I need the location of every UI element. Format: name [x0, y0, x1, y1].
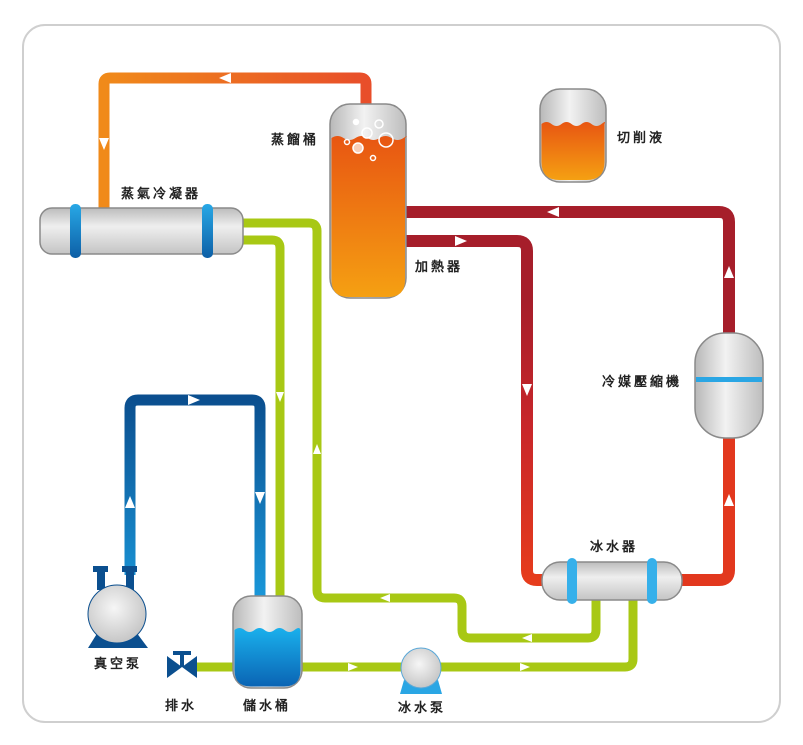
- arrow-up-icon: [724, 494, 734, 506]
- arrow-down-icon: [276, 392, 284, 402]
- vacuum-pump-label: 真空泵: [94, 656, 142, 672]
- heater-label: 加熱器: [414, 259, 463, 275]
- water-chiller: [541, 558, 683, 604]
- arrow-left-icon: [219, 73, 231, 83]
- vapor-pipe: [98, 72, 372, 210]
- steam-condenser: [39, 204, 244, 258]
- distiller-label: 蒸餾桶: [271, 132, 319, 148]
- arrow-up-icon: [724, 266, 734, 278]
- arrow-down-icon: [522, 384, 532, 396]
- refrigerant-return-pipe: [521, 300, 548, 586]
- condenser-label: 蒸氣冷凝器: [121, 186, 201, 202]
- condenser-band: [70, 204, 81, 258]
- bubbles-icon: [343, 118, 394, 162]
- arrow-down-icon: [255, 492, 265, 504]
- condenser-band: [202, 204, 213, 258]
- compressor-label: 冷媒壓縮機: [602, 374, 682, 390]
- diagram-frame: [22, 24, 781, 723]
- arrow-right-icon: [455, 236, 467, 246]
- arrow-down-icon: [99, 138, 109, 150]
- arrow-left-icon: [522, 634, 532, 642]
- storage-tank-label: 儲水桶: [242, 698, 291, 714]
- chilled-water-pump: [400, 647, 442, 694]
- arrow-right-icon: [520, 663, 530, 671]
- chilled-water-return-pipe: [240, 218, 601, 643]
- arrow-down-icon: [99, 398, 109, 410]
- refrigerant-compressor: [694, 332, 764, 439]
- storage-tank: [232, 595, 303, 689]
- arrow-right-icon: [188, 395, 200, 405]
- arrow-left-icon: [547, 207, 559, 217]
- water-pump-label: 冰水泵: [398, 700, 446, 716]
- distiller-vessel: [329, 103, 407, 299]
- arrow-left-icon: [449, 128, 461, 138]
- arrow-up-icon: [313, 444, 321, 454]
- arrow-left-icon: [380, 594, 390, 602]
- cutting-fluid-label: 切削液: [617, 130, 665, 146]
- chilled-water-supply-pipe: [195, 598, 638, 672]
- drain-valve-icon[interactable]: [167, 651, 197, 678]
- chilled-water-tank-pipe: [240, 235, 285, 600]
- arrow-right-icon: [348, 663, 358, 671]
- cutting-fluid-tank: [539, 88, 607, 183]
- arrow-up-icon: [125, 496, 135, 508]
- vacuum-pump: [87, 566, 148, 648]
- drain-label: 排水: [165, 698, 197, 714]
- chiller-label: 冰水器: [590, 539, 638, 555]
- refrigerant-cold-pipe: [676, 436, 735, 586]
